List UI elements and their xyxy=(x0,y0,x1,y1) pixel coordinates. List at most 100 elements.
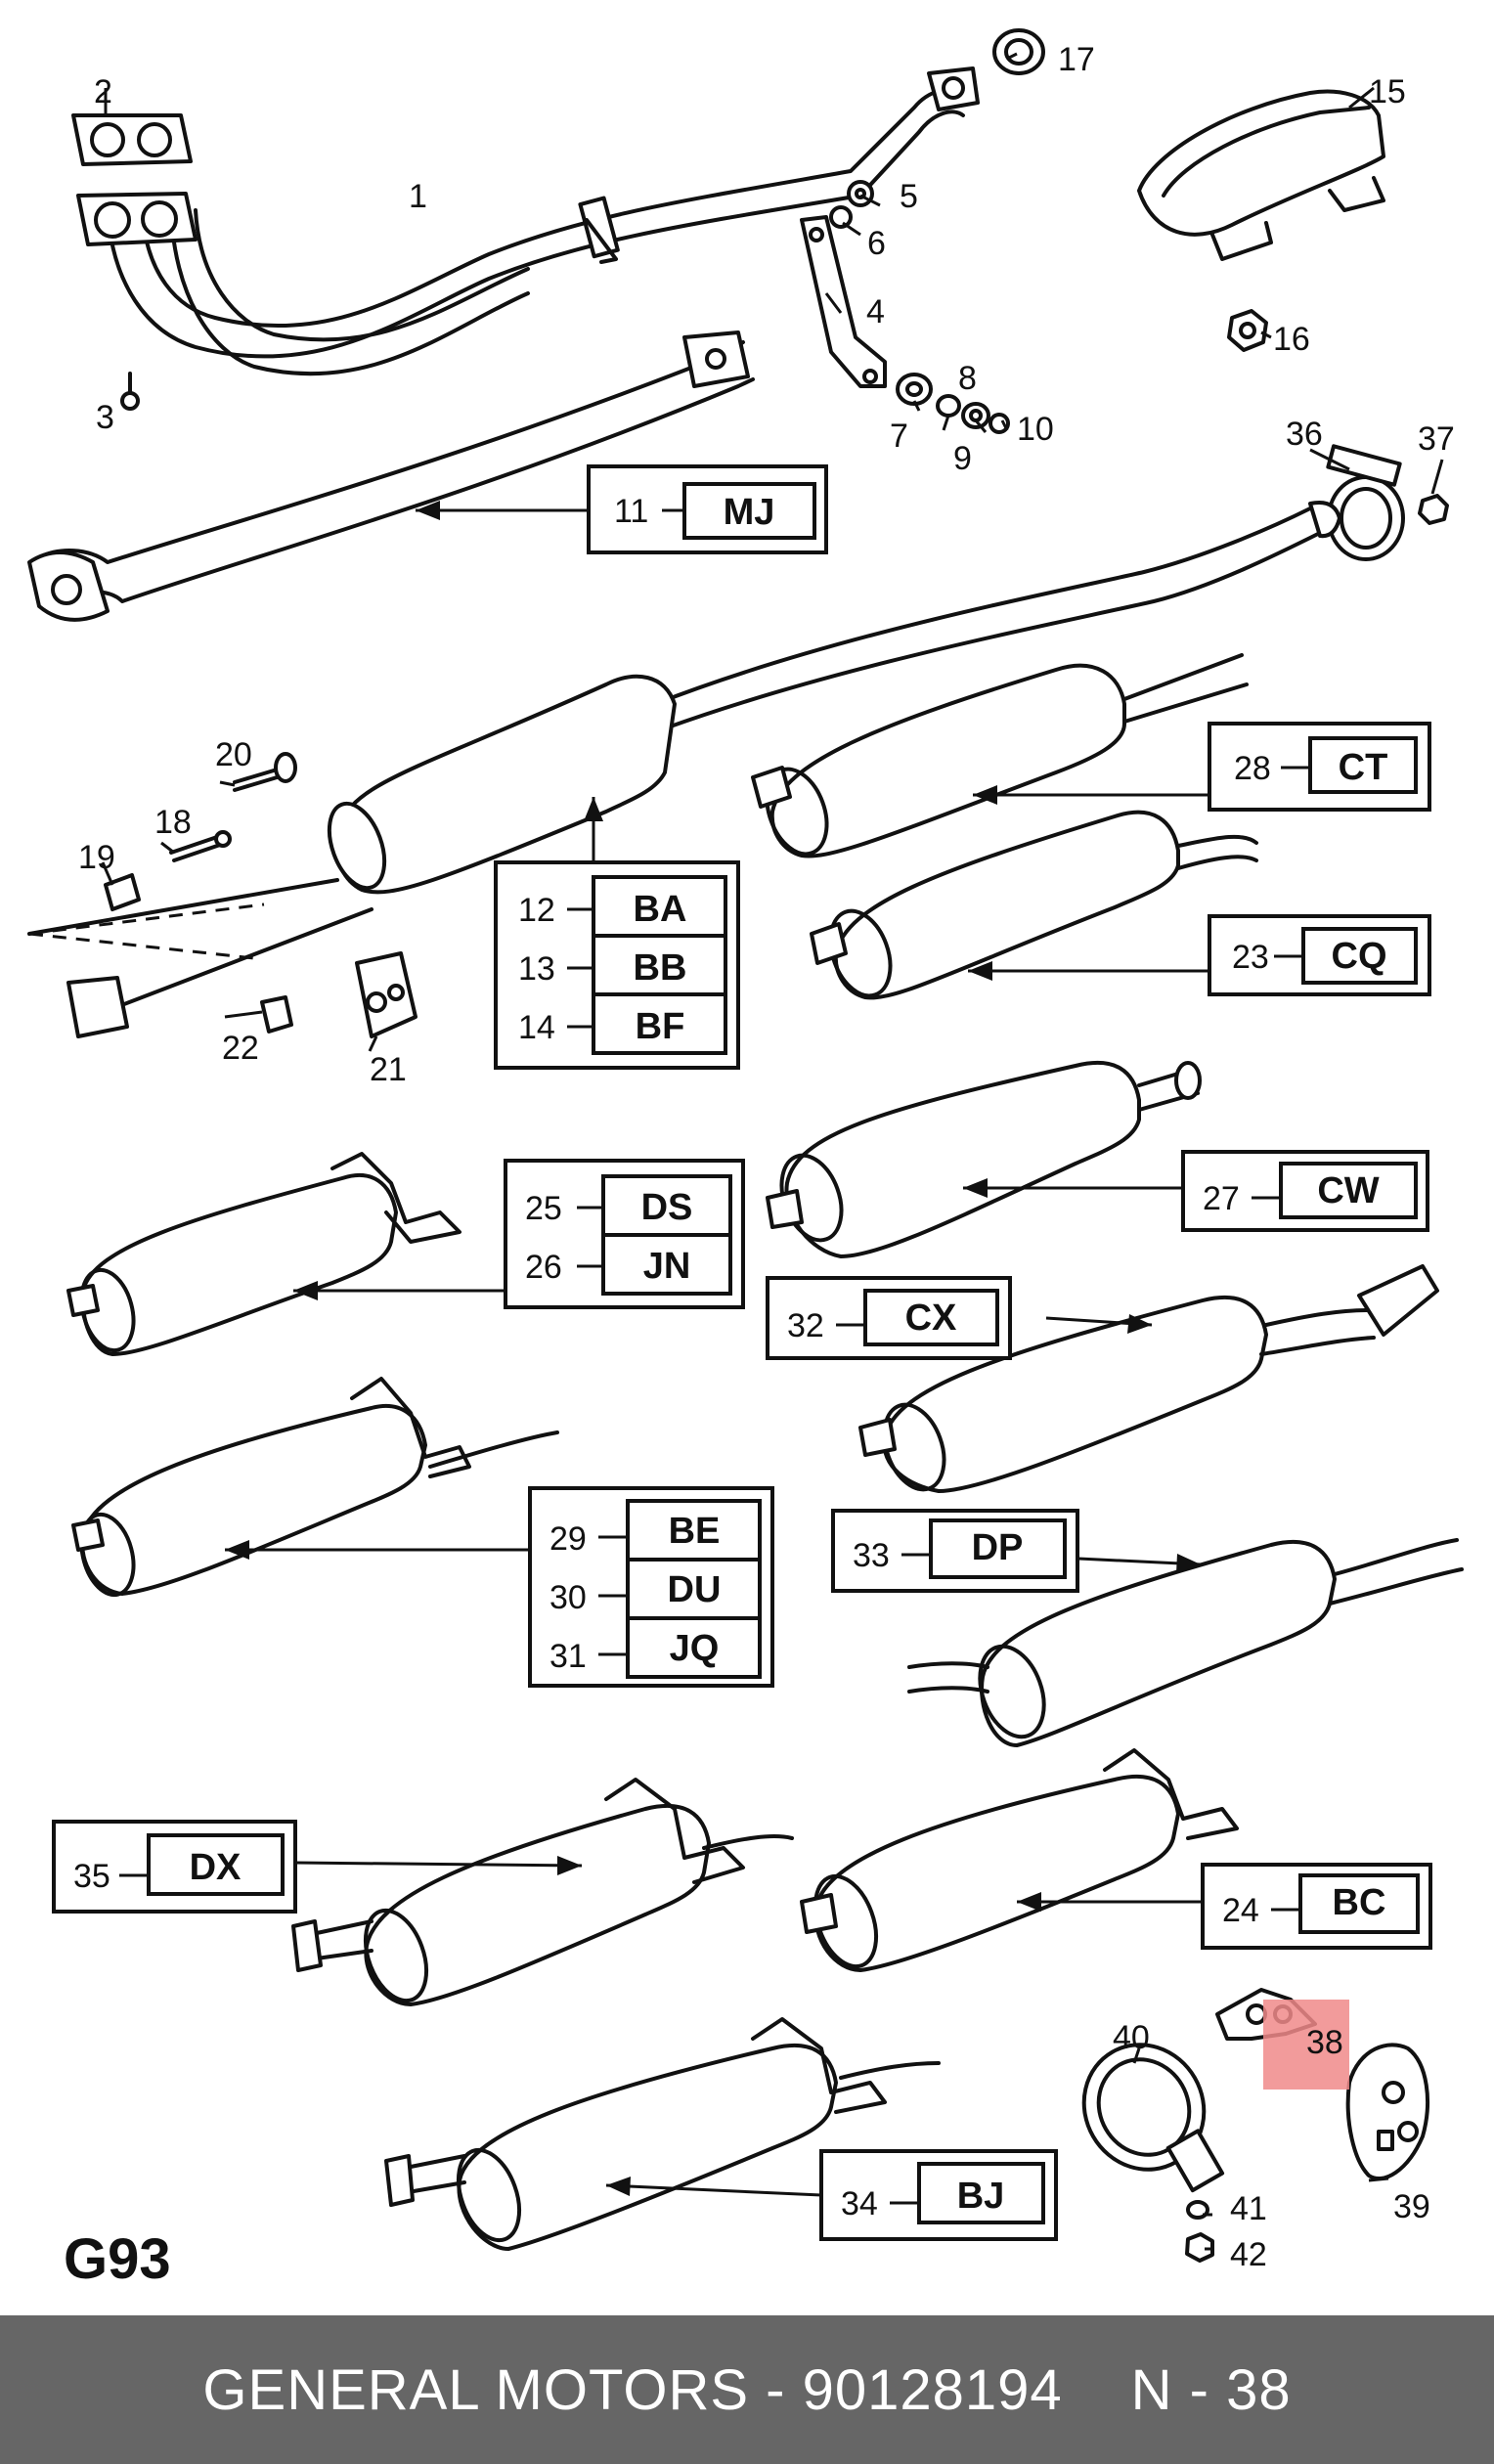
callout-9: 9 xyxy=(953,440,972,477)
callout-number: 34 xyxy=(841,2185,878,2222)
rear-muffler-ct xyxy=(751,653,1249,858)
callout-5: 5 xyxy=(900,178,918,215)
footer-brand-part-number: GENERAL MOTORS - 90128194 xyxy=(202,2357,1063,2422)
heat-shield-part-15 xyxy=(1137,89,1385,261)
nut-part-16 xyxy=(1227,309,1268,352)
variant-box-23: 23 CQ xyxy=(1208,914,1431,996)
callout-number: 12 xyxy=(518,892,555,929)
rear-muffler-cx xyxy=(858,1264,1439,1493)
footer-bar: GENERAL MOTORS - 90128194 N - 38 xyxy=(0,2315,1494,2464)
callout-19: 19 xyxy=(78,839,115,876)
variant-box-33: 33 DP xyxy=(831,1509,1079,1593)
mount-part-21 xyxy=(355,951,417,1038)
callout-16: 16 xyxy=(1273,321,1310,358)
variant-code: DX xyxy=(190,1847,242,1888)
variant-code: CX xyxy=(905,1298,957,1339)
callout-number: 35 xyxy=(73,1858,110,1895)
variant-code: CW xyxy=(1317,1170,1379,1211)
variant-box-12-14: 12 BA 13 BB 14 BF xyxy=(494,860,740,1070)
variant-code: JQ xyxy=(670,1628,720,1669)
callout-20: 20 xyxy=(215,736,252,773)
nut-part-19 xyxy=(104,873,141,911)
callout-number: 27 xyxy=(1203,1180,1240,1217)
callout-number: 14 xyxy=(518,1009,555,1046)
callout-3: 3 xyxy=(96,399,114,436)
bolt-part-3 xyxy=(120,372,140,411)
callout-22: 22 xyxy=(222,1030,259,1067)
footer-position: N - 38 xyxy=(1130,2357,1292,2422)
rubber-mount-part-39 xyxy=(1345,2043,1429,2181)
callout-36: 36 xyxy=(1286,416,1323,453)
callout-18: 18 xyxy=(154,804,192,841)
callout-1: 1 xyxy=(409,178,427,215)
callout-40: 40 xyxy=(1113,2019,1150,2056)
variant-code: CQ xyxy=(1332,936,1387,977)
clamp-part-40 xyxy=(1081,2043,1225,2193)
callout-number: 32 xyxy=(787,1307,824,1344)
rear-muffler-bj xyxy=(384,2017,941,2251)
variant-code: DP xyxy=(972,1527,1024,1568)
leader-lines xyxy=(101,52,1444,2251)
callout-number: 31 xyxy=(549,1638,587,1675)
callout-number: 30 xyxy=(549,1579,587,1616)
washer-part-6 xyxy=(829,205,853,229)
exhaust-system-diagram: 11 MJ 12 BA 13 BB 14 BF 28 CT 23 CQ 25 xyxy=(27,28,1464,2291)
callout-number: 29 xyxy=(549,1520,587,1558)
highlight-marker xyxy=(1263,2000,1349,2090)
callout-10: 10 xyxy=(1017,411,1054,448)
variant-code: DS xyxy=(641,1187,693,1228)
bracket-part-4 xyxy=(800,215,887,388)
callout-number: 28 xyxy=(1234,750,1271,787)
callout-39: 39 xyxy=(1393,2188,1430,2225)
callout-labels: 1 2 3 4 5 6 7 8 9 10 15 16 17 18 19 20 2… xyxy=(78,41,1455,2273)
rear-muffler-dp xyxy=(907,1538,1464,1747)
nut-part-37 xyxy=(1418,494,1449,525)
variant-code: CT xyxy=(1339,747,1388,788)
variant-box-27: 27 CW xyxy=(1181,1150,1429,1232)
variant-box-34: 34 BJ xyxy=(819,2149,1058,2241)
rear-muffler-dx xyxy=(291,1778,794,2006)
middle-muffler-parts-12-14 xyxy=(27,501,1341,1038)
callout-4: 4 xyxy=(866,293,885,330)
callout-17: 17 xyxy=(1058,41,1095,78)
variant-box-24: 24 BC xyxy=(1201,1863,1432,1950)
variant-code: JN xyxy=(643,1246,691,1287)
rear-muffler-cq xyxy=(810,810,1258,1000)
callout-7: 7 xyxy=(890,418,908,455)
flange-gasket-part-2 xyxy=(71,113,198,246)
variant-box-35: 35 DX xyxy=(52,1820,297,1914)
pipe-part-11 xyxy=(27,330,755,622)
variant-code: BB xyxy=(634,947,687,989)
rear-muffler-bc xyxy=(800,1748,1239,1972)
callout-41: 41 xyxy=(1230,2190,1267,2227)
screw-part-5 xyxy=(847,180,874,207)
callout-38-highlighted: 38 xyxy=(1306,2024,1343,2061)
variant-code: BE xyxy=(669,1511,721,1552)
callout-number: 13 xyxy=(518,950,555,988)
variant-code: DU xyxy=(668,1569,722,1610)
callout-37: 37 xyxy=(1418,420,1455,458)
variant-code: BJ xyxy=(957,2176,1005,2217)
variant-code: BA xyxy=(634,889,687,930)
variant-code: BC xyxy=(1333,1882,1386,1923)
rear-muffler-cw xyxy=(766,1060,1202,1258)
callout-number: 23 xyxy=(1232,939,1269,976)
diagram-id: G93 xyxy=(64,2227,171,2291)
pin-part-18 xyxy=(169,830,232,862)
variant-box-25-26: 25 DS 26 JN xyxy=(504,1159,745,1309)
variant-box-28: 28 CT xyxy=(1208,722,1431,812)
callout-number: 11 xyxy=(614,493,648,530)
clip-part-22 xyxy=(260,995,293,1034)
rear-muffler-ds-jn xyxy=(66,1152,461,1356)
variant-box-32: 32 CX xyxy=(766,1276,1012,1360)
bolt-part-20 xyxy=(233,752,297,792)
variant-code: MJ xyxy=(724,492,775,533)
callout-8: 8 xyxy=(958,360,977,397)
variant-box-29-31: 29 BE 30 DU 31 JQ xyxy=(528,1486,774,1688)
callout-21: 21 xyxy=(370,1051,407,1088)
variant-code: BF xyxy=(636,1006,685,1047)
callout-number: 25 xyxy=(525,1190,562,1227)
callout-number: 24 xyxy=(1222,1892,1259,1929)
callout-number: 33 xyxy=(853,1537,890,1574)
variant-box-11: 11 MJ xyxy=(587,464,828,554)
